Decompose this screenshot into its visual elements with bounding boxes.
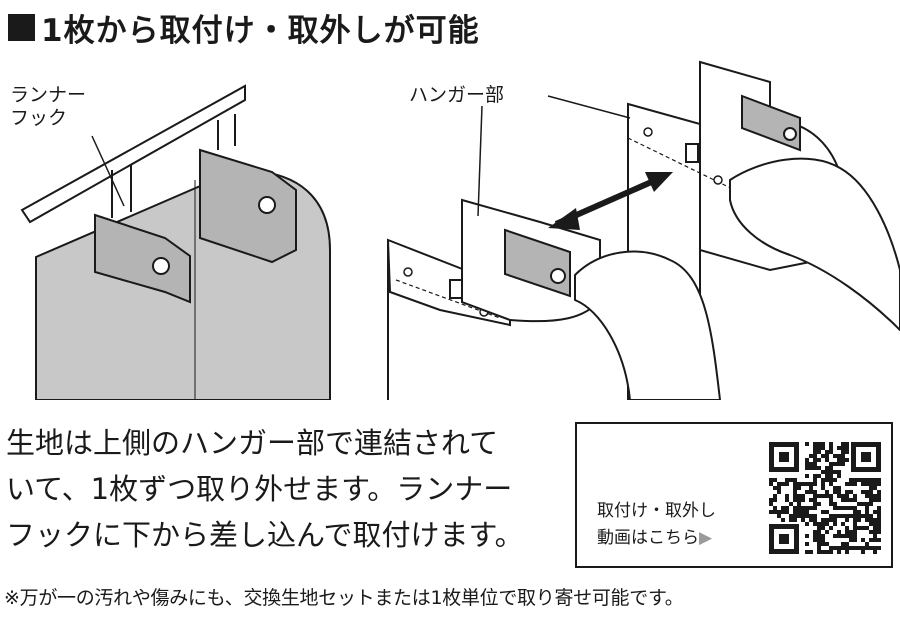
left-illustration — [20, 84, 331, 400]
front-bracket — [94, 213, 191, 304]
right-hand — [729, 157, 900, 332]
ceiling-rail — [20, 84, 246, 224]
hook-clip — [449, 279, 463, 299]
square-bullet-icon — [8, 13, 35, 41]
page-title: 1枚から取付け・取外しが可能 — [8, 4, 480, 50]
qr-code-icon[interactable] — [769, 442, 881, 554]
rear-bracket — [199, 148, 297, 264]
illustration — [20, 60, 900, 400]
bracket-hole — [152, 257, 170, 275]
hole — [643, 127, 653, 137]
left-hand — [574, 250, 722, 400]
footnote: ※万が一の汚れや傷みにも、交換生地セットまたは1枚単位で取り寄せ可能です。 — [4, 587, 684, 609]
runner-hook-label: ランナー フック — [10, 84, 87, 129]
description-line: いて、1枚ずつ取り外せます。ランナー — [6, 472, 513, 506]
fold-line — [627, 137, 746, 196]
description-line: フックに下から差し込んで取付けます。 — [6, 518, 524, 552]
arrow-head-left — [548, 208, 580, 230]
bracket-hole — [783, 127, 797, 141]
bracket-hole — [550, 268, 566, 284]
leader-line — [91, 135, 125, 207]
description: 生地は上側のハンガー部で連結されて いて、1枚ずつ取り外せます。ランナー フック… — [6, 420, 566, 558]
description-line: 生地は上側のハンガー部で連結されて — [6, 426, 499, 460]
leader-line — [477, 105, 483, 217]
qr-caption: 取付け・取外し 動画はこちら▶ — [597, 501, 716, 548]
hook-clip — [685, 143, 699, 163]
bracket-hole — [258, 196, 276, 214]
right-illustration — [386, 60, 900, 400]
hanger-label: ハンガー部 — [409, 84, 505, 106]
play-arrow-icon: ▶ — [699, 528, 713, 548]
arrow-head-right — [645, 172, 673, 192]
qr-video-box[interactable]: 取付け・取外し 動画はこちら▶ — [575, 422, 893, 568]
title-text: 1枚から取付け・取外しが可能 — [41, 12, 480, 49]
hole — [403, 267, 413, 277]
screw — [713, 175, 723, 185]
leader-line — [547, 95, 631, 119]
